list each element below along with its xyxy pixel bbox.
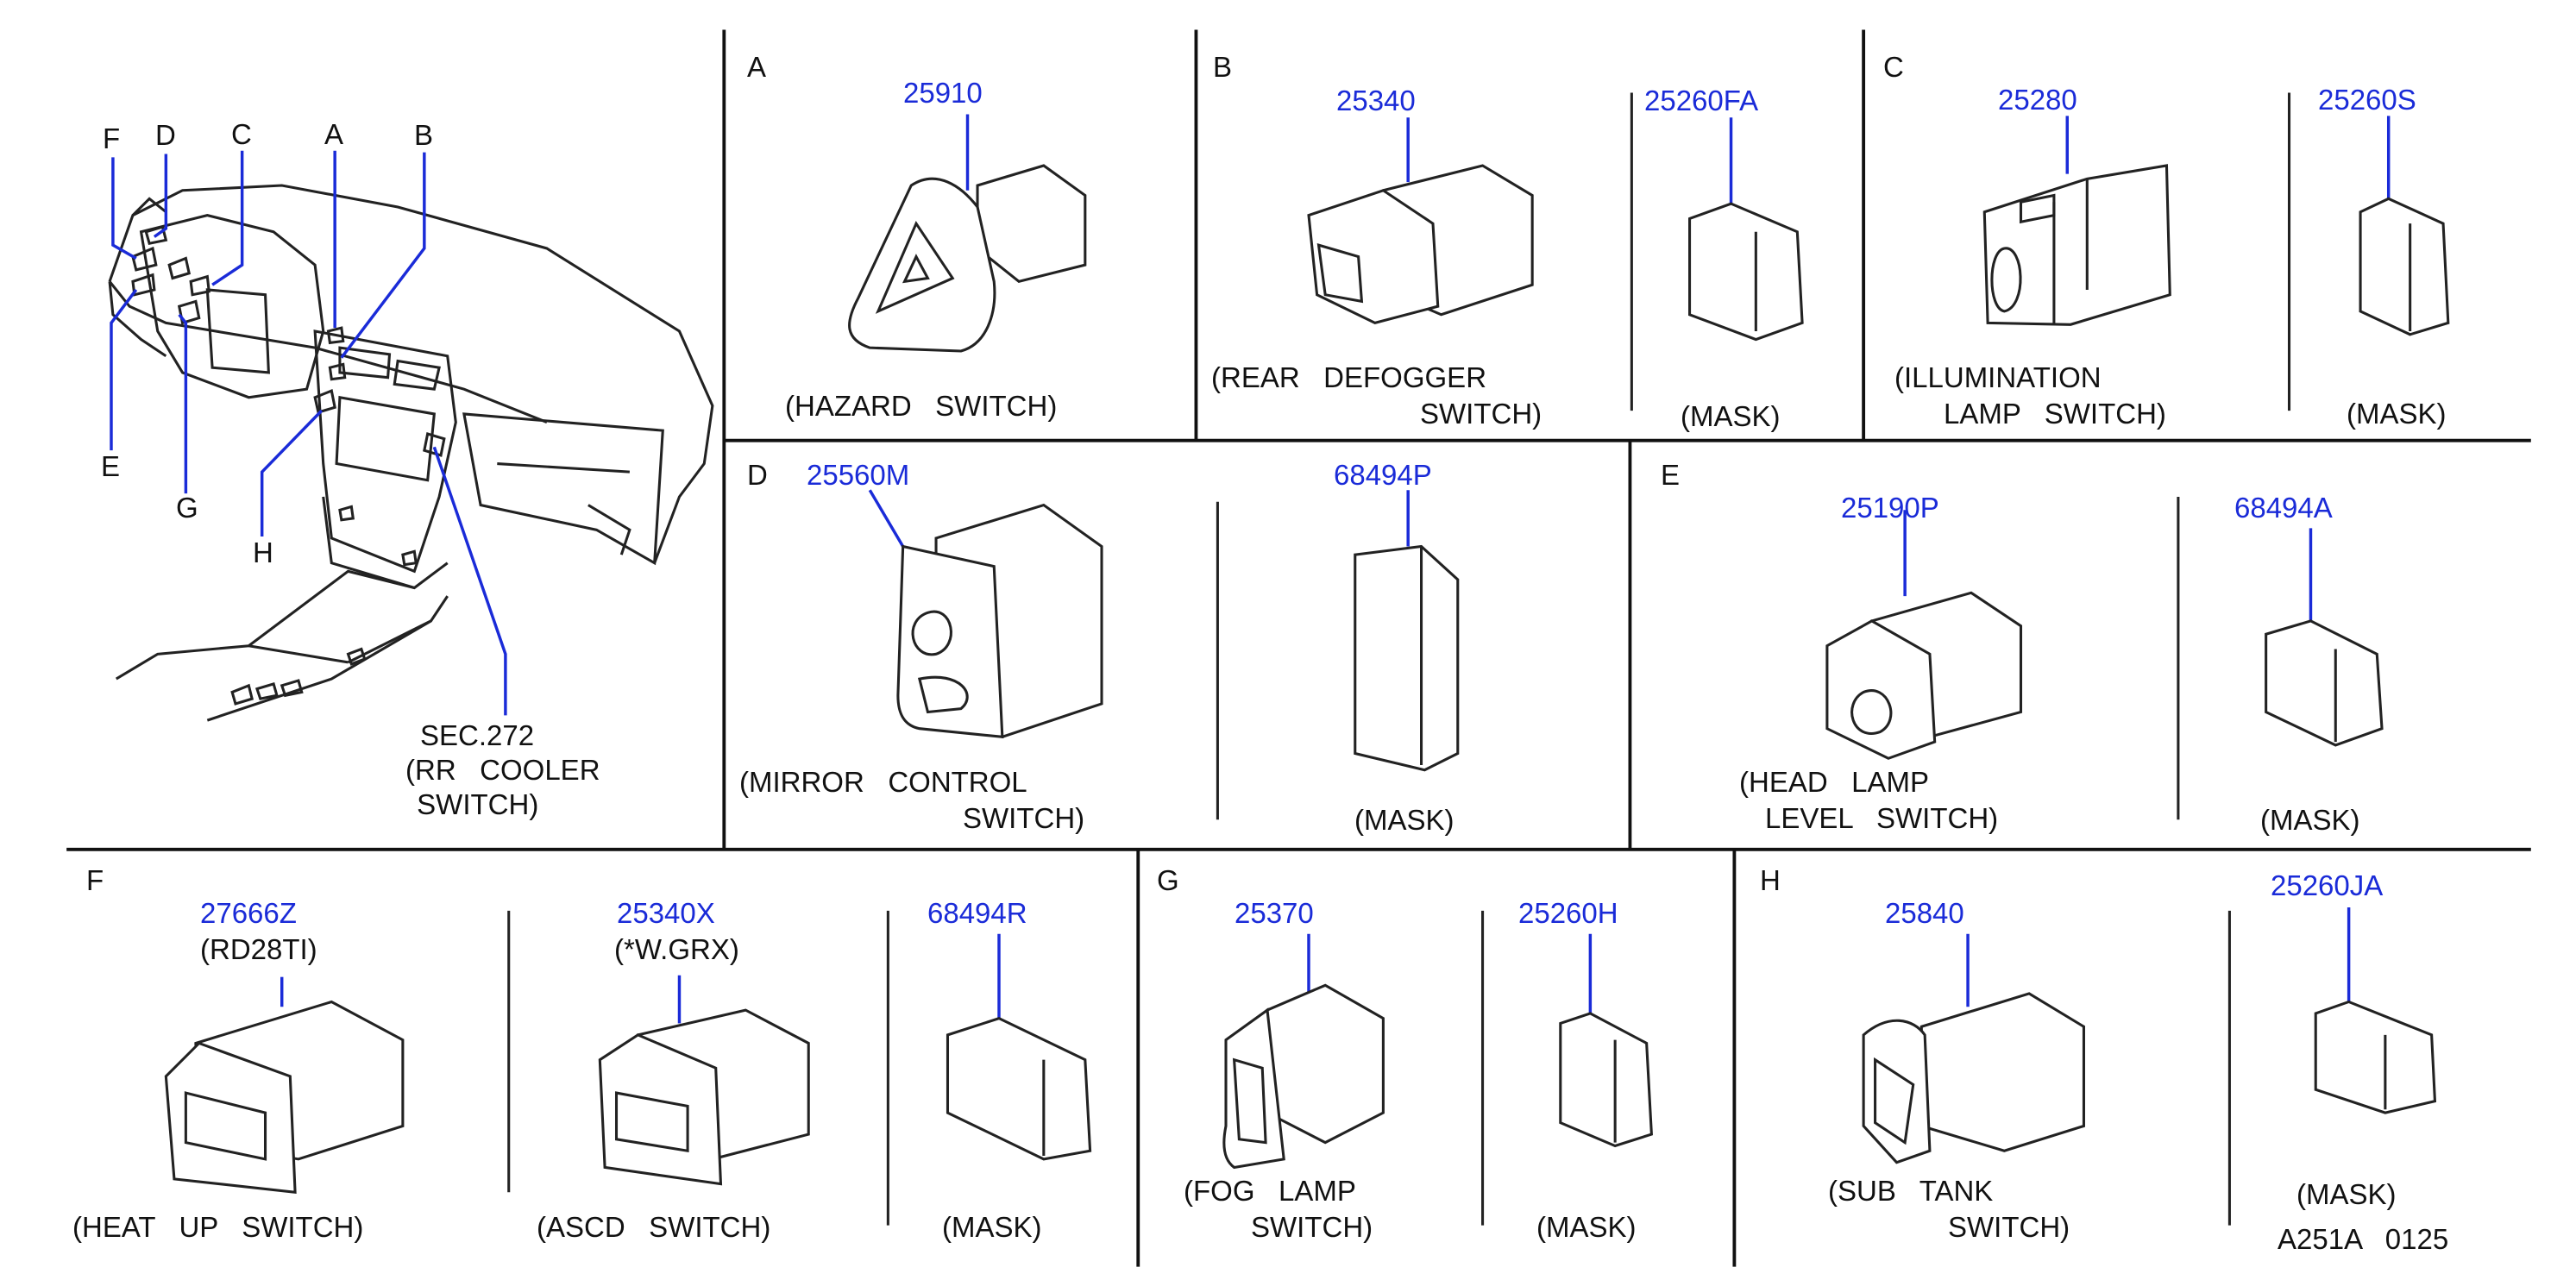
caption-sub-tank-2: SWITCH) xyxy=(1948,1211,2070,1243)
caption-mask-b: (MASK) xyxy=(1681,400,1781,432)
caption-sub-tank-1: (SUB TANK xyxy=(1828,1175,1994,1207)
section-letter-h: H xyxy=(1760,864,1781,896)
note-rd28ti: (RD28TI) xyxy=(200,933,317,965)
sec-note-line1: SEC.272 xyxy=(420,719,535,751)
callout-d: D xyxy=(155,119,176,151)
part-number-25260s: 25260S xyxy=(2318,84,2416,116)
caption-mask-g: (MASK) xyxy=(1536,1211,1637,1243)
caption-mask-e: (MASK) xyxy=(2260,804,2360,836)
part-number-25280: 25280 xyxy=(1998,84,2077,116)
section-letter-f: F xyxy=(86,864,104,896)
caption-rear-defogger-2: SWITCH) xyxy=(1420,398,1542,430)
caption-fog-lamp-2: SWITCH) xyxy=(1251,1211,1373,1243)
section-letter-b: B xyxy=(1213,51,1233,83)
mask-25260ja-drawing xyxy=(2314,907,2437,1114)
part-number-25370: 25370 xyxy=(1235,897,1314,929)
figure-code: A251A 0125 xyxy=(2278,1223,2449,1255)
callout-a: A xyxy=(324,118,344,150)
caption-rear-defogger-1: (REAR DEFOGGER xyxy=(1211,361,1487,393)
part-number-25260fa: 25260FA xyxy=(1644,85,1759,116)
section-letter-c: C xyxy=(1883,51,1904,83)
caption-hazard-switch: (HAZARD SWITCH) xyxy=(785,390,1058,422)
mask-25260fa-drawing xyxy=(1688,117,1804,342)
callout-h: H xyxy=(253,536,273,568)
part-number-27666z: 27666Z xyxy=(200,897,297,929)
caption-illumination-2: LAMP SWITCH) xyxy=(1944,398,2166,430)
part-number-68494a: 68494A xyxy=(2234,492,2333,524)
caption-fog-lamp-1: (FOG LAMP xyxy=(1184,1175,1356,1207)
illumination-lamp-switch-drawing xyxy=(1982,116,2171,326)
callout-e: E xyxy=(101,450,121,482)
mirror-control-switch-drawing xyxy=(868,489,1103,739)
caption-illumination-1: (ILLUMINATION xyxy=(1894,361,2102,393)
sub-tank-switch-drawing xyxy=(1862,933,2085,1164)
caption-mirror-control-2: SWITCH) xyxy=(963,802,1085,834)
note-wgrx: (*W.GRX) xyxy=(614,933,739,965)
heat-up-switch-drawing xyxy=(164,976,405,1194)
caption-head-lamp-2: LEVEL SWITCH) xyxy=(1765,802,1999,834)
mask-25260s-drawing xyxy=(2359,116,2450,336)
caption-ascd-switch: (ASCD SWITCH) xyxy=(537,1211,771,1243)
mask-68494p-drawing xyxy=(1354,490,1460,772)
mask-25260h-drawing xyxy=(1559,933,1653,1148)
caption-mask-c: (MASK) xyxy=(2347,398,2447,430)
head-lamp-level-switch-drawing xyxy=(1825,510,2023,760)
part-number-25260ja: 25260JA xyxy=(2271,869,2384,901)
callout-g: G xyxy=(176,492,198,524)
caption-mask-d: (MASK) xyxy=(1354,804,1454,836)
section-letter-e: E xyxy=(1661,459,1681,491)
part-number-25910: 25910 xyxy=(903,77,983,109)
hazard-switch-drawing xyxy=(848,114,1087,353)
section-letter-a: A xyxy=(747,51,767,83)
caption-head-lamp-1: (HEAD LAMP xyxy=(1739,766,1930,798)
callout-f: F xyxy=(103,122,121,154)
caption-heat-up-switch: (HEAT UP SWITCH) xyxy=(72,1211,364,1243)
rear-defogger-switch-drawing xyxy=(1307,117,1534,324)
fog-lamp-switch-drawing xyxy=(1222,933,1385,1170)
part-number-25840: 25840 xyxy=(1885,897,1964,929)
caption-mirror-control-1: (MIRROR CONTROL xyxy=(739,766,1027,798)
ascd-switch-drawing xyxy=(598,975,810,1186)
sub-dividers xyxy=(507,92,2291,1226)
section-letter-g: G xyxy=(1157,864,1179,896)
mask-68494a-drawing xyxy=(2265,528,2384,747)
callout-c: C xyxy=(231,118,252,150)
dashboard-illustration xyxy=(108,184,714,722)
section-letter-d: D xyxy=(747,459,768,491)
part-number-25190p: 25190P xyxy=(1841,492,1939,524)
overview-leaders xyxy=(110,150,507,716)
part-number-68494r: 68494R xyxy=(927,897,1027,929)
part-number-25260h: 25260H xyxy=(1518,897,1618,929)
part-number-25340x: 25340X xyxy=(617,897,715,929)
caption-mask-f: (MASK) xyxy=(942,1211,1042,1243)
grid-lines xyxy=(66,29,2531,1267)
part-number-25340: 25340 xyxy=(1336,85,1416,116)
sec-note-line3: SWITCH) xyxy=(409,788,539,820)
mask-68494r-drawing xyxy=(946,933,1092,1161)
sec-note-line2: (RR COOLER xyxy=(405,754,600,786)
part-number-25560m: 25560M xyxy=(807,459,910,491)
caption-mask-h: (MASK) xyxy=(2296,1178,2397,1210)
callout-b: B xyxy=(414,119,434,151)
part-number-68494p: 68494P xyxy=(1334,459,1432,491)
